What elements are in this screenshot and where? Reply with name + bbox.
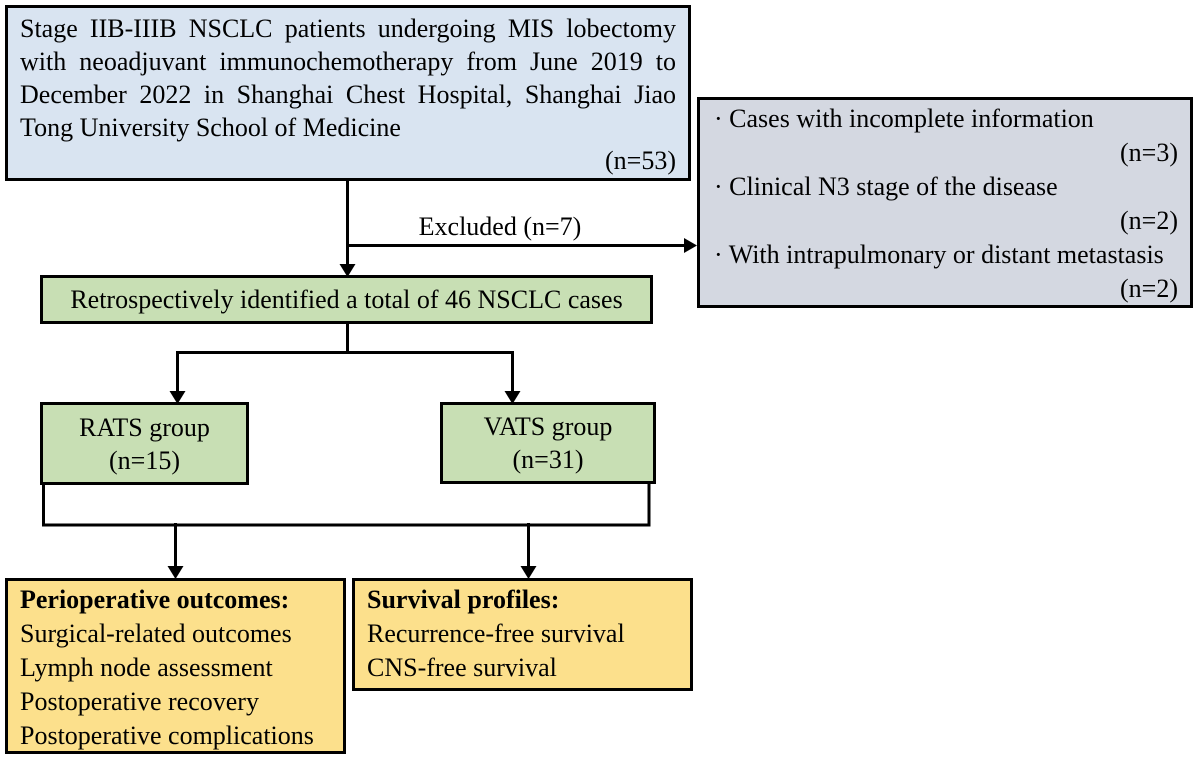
exclusion-box: · Cases with incomplete information (n=3… [697,97,1193,308]
exclusion-item: · Clinical N3 stage of the disease [714,172,1058,201]
exclusion-count: (n=3) [1120,138,1178,167]
perioperative-item: Postoperative complications [20,721,314,750]
exclusion-item: · With intrapulmonary or distant metasta… [714,240,1164,269]
arrowhead-into-perioperative [167,566,184,579]
population-line: December 2022 in Shanghai Chest Hospital… [20,80,676,109]
perioperative-title: Perioperative outcomes: [20,585,290,614]
arrowhead-into-identified [339,264,356,277]
perioperative-outcomes-box: Perioperative outcomes: Surgical-related… [5,578,346,754]
vats-group-box: VATS group (n=31) [440,402,656,484]
arrowhead-into-rats [169,391,186,404]
rats-group-box: RATS group (n=15) [40,402,249,485]
population-count: (n=53) [605,146,676,175]
vats-group-title: VATS group [483,412,613,441]
rats-group-title: RATS group [79,412,210,442]
identified-text: Retrospectively identified a total of 46… [70,284,623,314]
exclusion-count: (n=2) [1120,274,1178,303]
perioperative-item: Postoperative recovery [20,687,259,716]
exclusion-count: (n=2) [1120,206,1178,235]
excluded-label: Excluded (n=7) [418,212,582,241]
identified-box: Retrospectively identified a total of 46… [40,275,653,324]
arrowhead-into-vats [504,391,521,404]
survival-item: Recurrence-free survival [367,619,625,648]
survival-item: CNS-free survival [367,653,557,682]
vats-group-count: (n=31) [512,445,584,474]
perioperative-item: Lymph node assessment [20,653,273,682]
population-line: with neoadjuvant immunochemotherapy from… [20,47,676,76]
population-line: Stage IIB-IIIB NSCLC patients undergoing… [20,14,676,43]
arrowhead-into-exclusion [684,238,697,253]
population-line: Tong University School of Medicine [20,113,401,142]
perioperative-item: Surgical-related outcomes [20,619,292,648]
population-box: Stage IIB-IIIB NSCLC patients undergoing… [5,5,691,181]
survival-profiles-box: Survival profiles: Recurrence-free survi… [352,578,693,691]
survival-title: Survival profiles: [367,585,560,614]
rats-group-count: (n=15) [109,445,180,475]
arrowhead-into-survival [520,566,537,579]
exclusion-item: · Cases with incomplete information [714,104,1094,133]
